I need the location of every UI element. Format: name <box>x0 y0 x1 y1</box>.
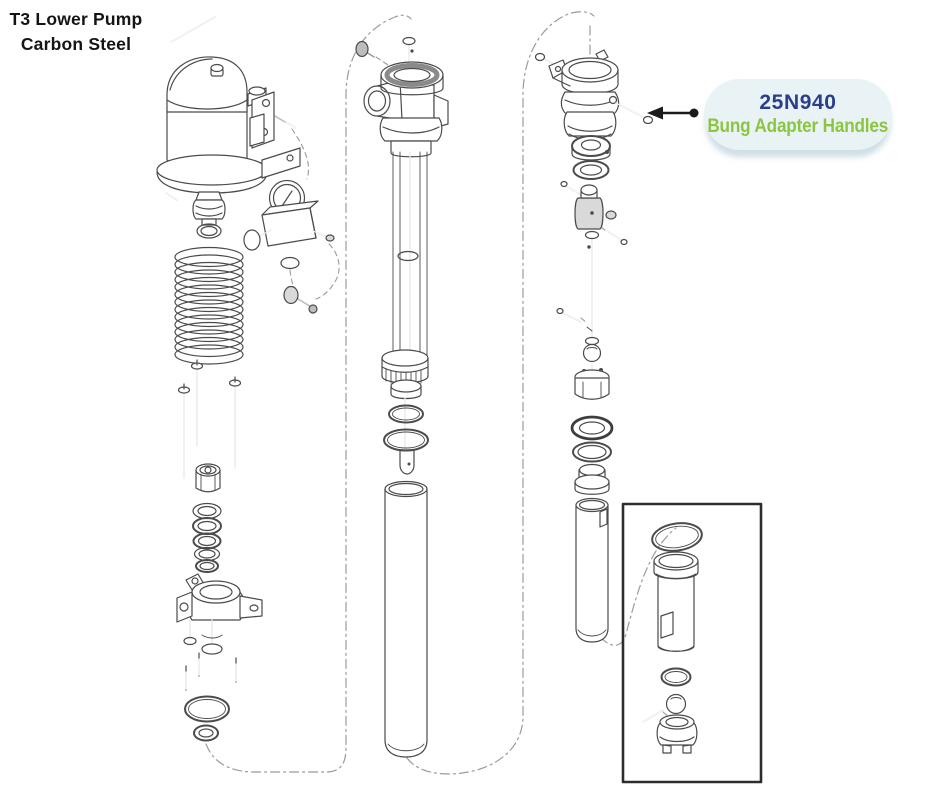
coupler-fitting <box>283 285 318 314</box>
lower-piston-rod <box>399 397 415 475</box>
adapter-collar <box>571 135 611 161</box>
connecting-rods <box>392 151 428 359</box>
tie-rod-pin <box>170 16 216 43</box>
retaining-ring <box>193 724 219 742</box>
callout-bubble[interactable]: 25N940 Bung Adapter Handles <box>704 79 892 150</box>
right-seal-stack <box>570 415 614 463</box>
mounting-screws <box>185 652 237 691</box>
retaining-pin <box>642 709 664 723</box>
callout-arrow <box>647 106 699 120</box>
callout-part-number: 25N940 <box>759 91 837 114</box>
foot-valve-housing <box>653 551 699 652</box>
throat-seal-stack <box>192 502 222 573</box>
inset-detail-box <box>621 502 763 784</box>
foot-valve-seat <box>656 714 698 754</box>
compression-spring <box>174 246 244 365</box>
inset-o-ring <box>651 522 703 552</box>
regulator-knob <box>243 229 272 251</box>
packing-nut-collar <box>381 349 429 400</box>
pump-cylinder-tube <box>384 480 428 758</box>
coupling-nut <box>195 463 221 493</box>
foot-valve-o-ring <box>660 667 692 687</box>
page-title-line2: Carbon Steel <box>20 34 132 54</box>
pump-head <box>363 36 449 158</box>
rod-coupler <box>574 184 604 230</box>
dowel-pin <box>165 192 178 201</box>
air-regulator-assembly <box>243 179 335 270</box>
displacement-rod <box>584 230 600 346</box>
cotter-pins <box>556 180 628 323</box>
bung-adapter-handle-right <box>615 102 654 125</box>
check-ball-lower <box>665 693 687 715</box>
outlet-plug <box>355 40 375 58</box>
air-inlet-fitting <box>274 115 297 129</box>
check-ball-upper <box>582 343 602 363</box>
page-title-line1: T3 Lower Pump <box>9 9 143 29</box>
piston-o-rings <box>383 404 429 452</box>
pump-casting <box>176 573 263 655</box>
adapter-seal <box>572 160 610 180</box>
page-title: T3 Lower Pump Carbon Steel <box>0 7 152 57</box>
intake-tube <box>575 497 609 643</box>
intake-bushing <box>574 463 610 495</box>
large-o-ring <box>184 695 230 723</box>
callout-label: Bung Adapter Handles <box>707 115 889 137</box>
tie-rods <box>177 359 242 479</box>
air-motor-assembly <box>156 16 301 239</box>
motor-outlet-fitting <box>192 191 226 239</box>
valve-seat-hex <box>574 363 610 400</box>
bung-adapter <box>534 49 654 140</box>
